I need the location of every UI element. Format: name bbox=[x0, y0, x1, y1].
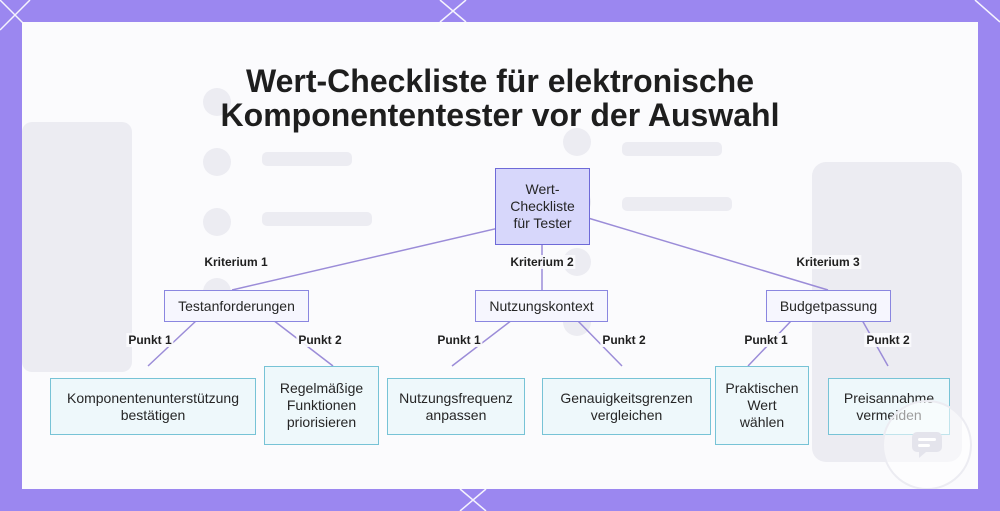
leaf-node-3-1: Praktischen Wert wählen bbox=[715, 366, 809, 445]
criterion-node-1: Testanforderungen bbox=[164, 290, 309, 322]
criterion-node-2: Nutzungskontext bbox=[475, 290, 608, 322]
criterion-node-3: Budgetpassung bbox=[766, 290, 891, 322]
root-node: Wert-Checkliste für Tester bbox=[495, 168, 590, 245]
connector-root-branch-3 bbox=[587, 217, 829, 291]
point-label-1-2: Punkt 2 bbox=[296, 333, 344, 347]
branch-label-2: Kriterium 2 bbox=[508, 255, 576, 269]
diagram-title: Wert-Checkliste für elektronische Kompon… bbox=[220, 63, 780, 133]
point-label-1-1: Punkt 1 bbox=[126, 333, 174, 347]
branch-label-3: Kriterium 3 bbox=[794, 255, 862, 269]
leaf-node-2-1: Nutzungsfrequenz anpassen bbox=[387, 378, 525, 435]
point-label-3-2: Punkt 2 bbox=[864, 333, 912, 347]
branch-label-1: Kriterium 1 bbox=[202, 255, 270, 269]
point-label-2-1: Punkt 1 bbox=[435, 333, 483, 347]
connector-root-branch-1 bbox=[231, 217, 543, 291]
leaf-node-2-2: Genauigkeitsgrenzen vergleichen bbox=[542, 378, 711, 435]
chat-bubble-icon bbox=[912, 432, 942, 458]
diagram-card: Wert-Checkliste für elektronische Kompon… bbox=[22, 22, 978, 489]
connector-branch-2-leaf-2 bbox=[576, 319, 623, 367]
leaf-node-1-1: Komponentenunterstützung bestätigen bbox=[50, 378, 256, 435]
point-label-2-2: Punkt 2 bbox=[600, 333, 648, 347]
point-label-3-1: Punkt 1 bbox=[742, 333, 790, 347]
leaf-node-1-2: Regelmäßige Funktionen priorisieren bbox=[264, 366, 379, 445]
watermark-badge bbox=[882, 400, 972, 489]
